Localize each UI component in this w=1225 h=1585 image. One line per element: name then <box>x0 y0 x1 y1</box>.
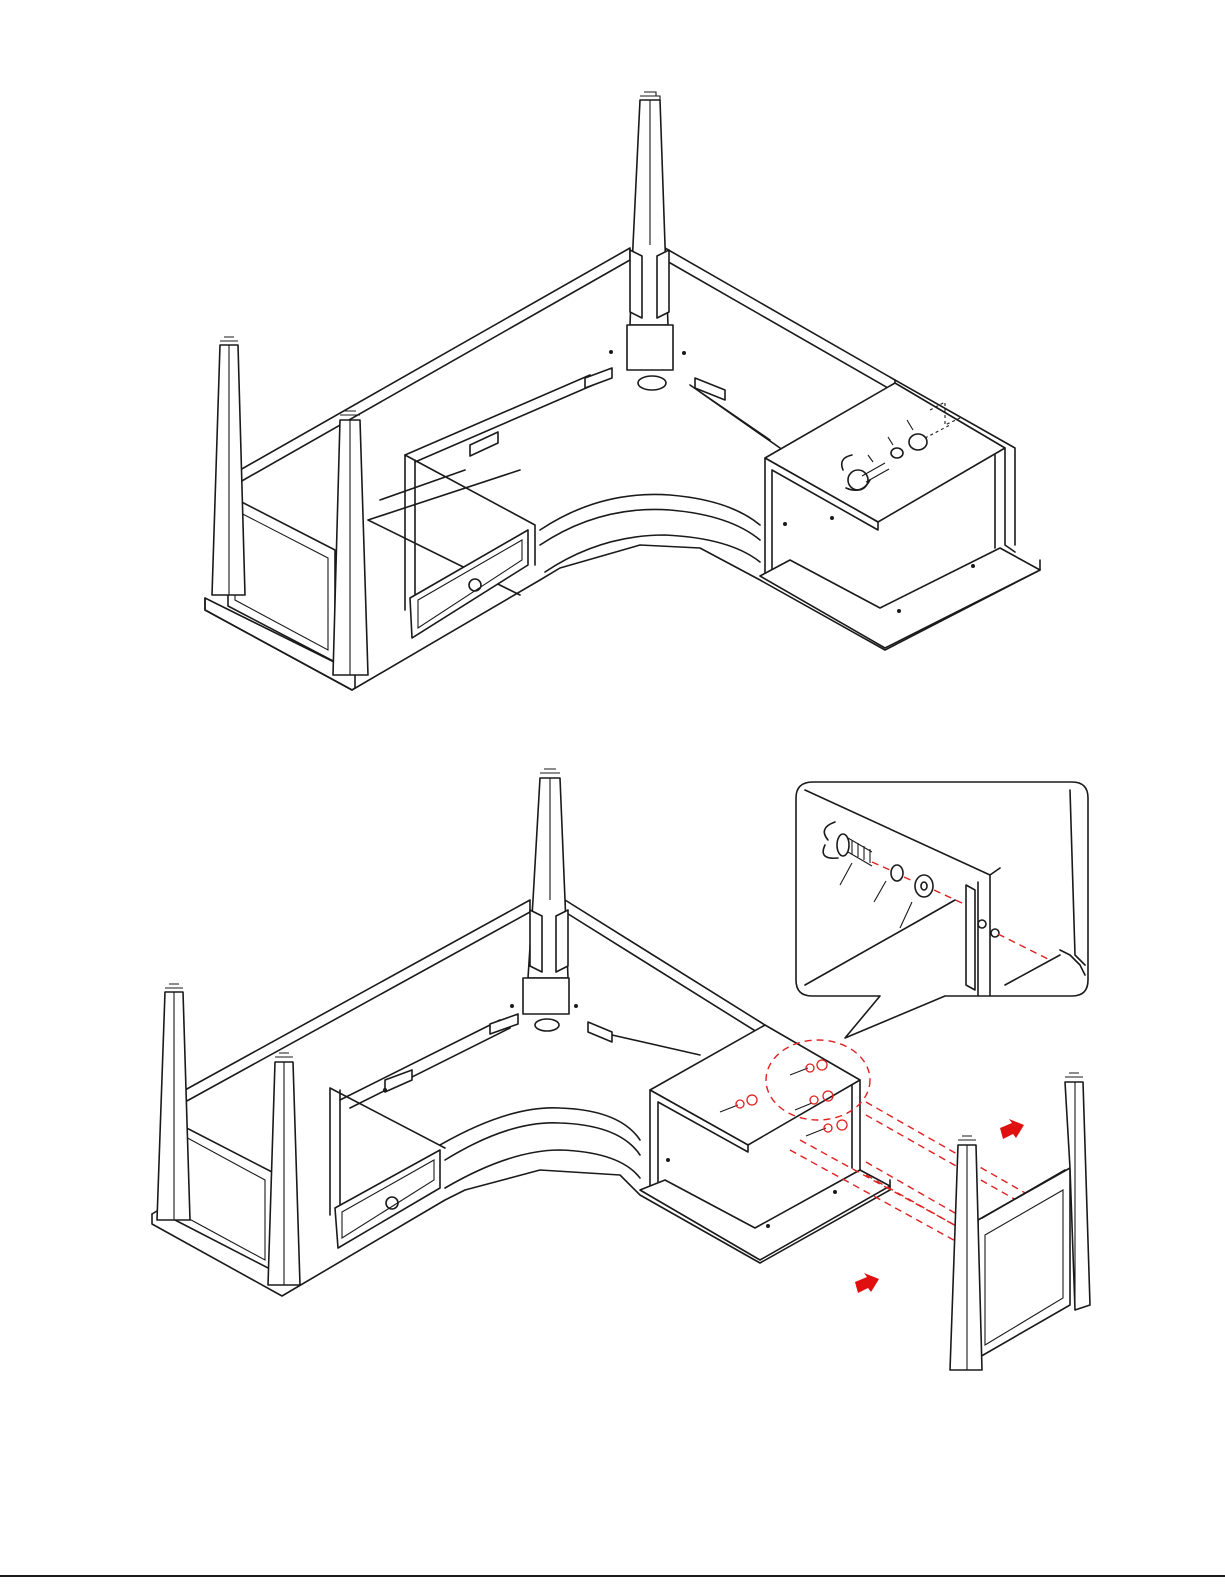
corner-block-b <box>523 978 569 1014</box>
right-cabinet-top <box>765 383 1005 522</box>
detached-leg-panel <box>950 1073 1090 1370</box>
figure-bottom-desk-assembly <box>152 769 1090 1370</box>
push-arrow-icon-2 <box>855 1273 879 1293</box>
right-cabinet-top-b <box>650 1025 860 1145</box>
figure-top-desk-assembly <box>205 92 1040 690</box>
curved-apron-b <box>440 1108 640 1188</box>
grommet-hole-b <box>535 1019 559 1031</box>
detail-callout <box>796 782 1088 1038</box>
right-cabinet-floor <box>760 548 1040 648</box>
back-rail-left <box>240 248 630 482</box>
back-rail-right <box>665 248 895 392</box>
grommet-hole <box>638 376 666 390</box>
right-cabinet-floor-b <box>640 1170 890 1260</box>
curved-apron <box>540 494 760 572</box>
push-arrow-icon <box>1000 1119 1024 1139</box>
corner-block <box>627 325 673 370</box>
footer-rule <box>0 1575 1225 1577</box>
